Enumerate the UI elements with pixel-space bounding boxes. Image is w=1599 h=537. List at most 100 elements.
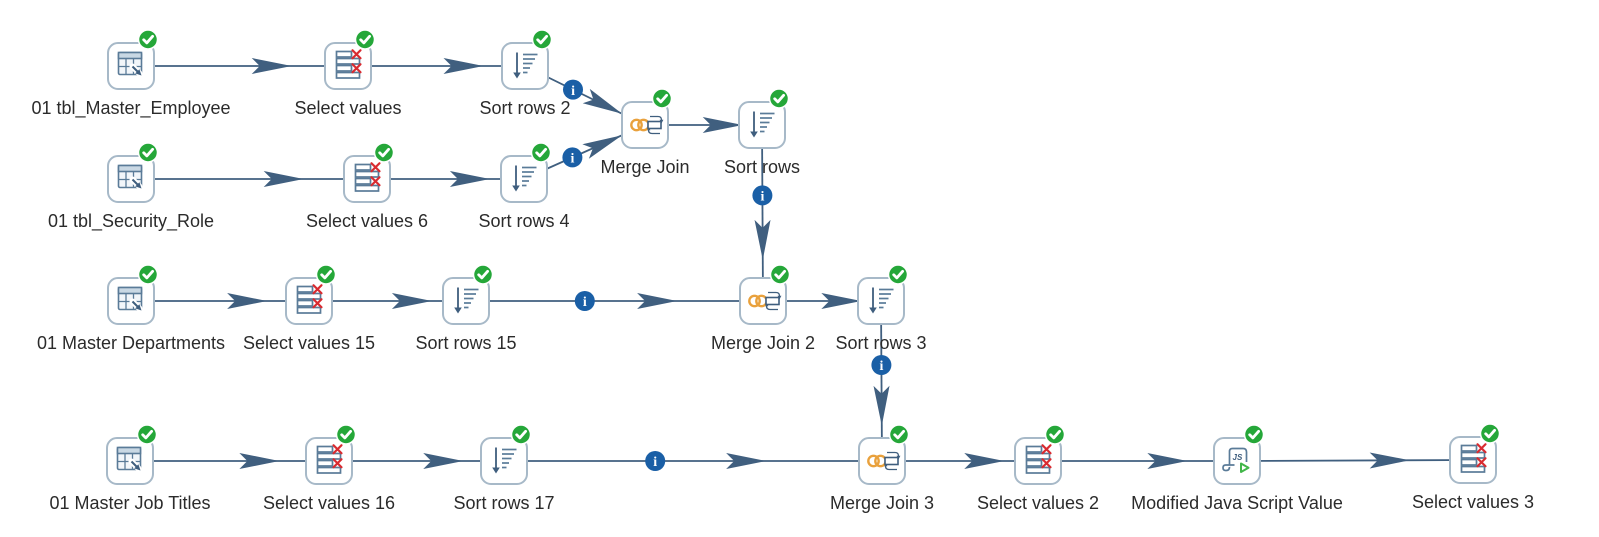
hop-info-icon[interactable]: i [752, 185, 773, 206]
hop-info-icon[interactable]: i [871, 355, 892, 375]
step-label: Modified Java Script Value [1131, 493, 1343, 513]
info-glyph: i [653, 455, 657, 470]
step-sort-rows-15[interactable]: Sort rows 15 [415, 264, 517, 353]
step-sort-rows-17[interactable]: Sort rows 17 [453, 424, 555, 513]
hop-sort-rows-17-to-merge-join-3[interactable]: i [504, 451, 882, 471]
step-label: Select values 6 [306, 211, 428, 231]
step-box[interactable] [738, 101, 786, 149]
step-label: 01 Master Departments [37, 333, 225, 353]
step-label: Sort rows 17 [453, 493, 554, 513]
success-badge-icon [1243, 424, 1265, 445]
table-input-icon [117, 164, 143, 190]
step-merge-join-2[interactable]: Merge Join 2 [711, 264, 815, 353]
success-badge-icon [769, 264, 791, 285]
success-badge-icon [354, 29, 376, 50]
step-select-values-15[interactable]: Select values 15 [243, 264, 375, 353]
hop-select-values-15-to-sort-rows-15[interactable] [309, 293, 466, 309]
step-box[interactable] [858, 437, 906, 485]
hop-select-values-2-to-modified-java-script-value[interactable] [1038, 453, 1237, 469]
info-glyph: i [570, 152, 574, 167]
hop-info-icon[interactable]: i [563, 79, 583, 100]
js-glyph: JS [1233, 453, 1243, 462]
success-badge-icon [531, 29, 553, 50]
hop-line[interactable] [880, 300, 883, 462]
hop-arrow-icon [702, 117, 743, 133]
sort-rows-icon [513, 52, 538, 79]
step-label: Merge Join 2 [711, 333, 815, 353]
select-values-icon [296, 284, 323, 314]
sort-rows-icon [869, 287, 894, 314]
step-master-departments[interactable]: 01 Master Departments [37, 264, 225, 353]
step-box[interactable] [739, 277, 787, 325]
step-sort-rows[interactable]: Sort rows [724, 88, 800, 177]
hop-select-values-to-sort-rows-2[interactable] [348, 58, 525, 74]
step-box[interactable] [500, 155, 548, 203]
hop-sort-rows-3-to-merge-join-3[interactable]: i [871, 300, 892, 462]
merge-join-icon [748, 291, 782, 311]
hop-arrow-icon [423, 453, 464, 469]
hop-sort-rows-to-merge-join-2[interactable]: i [752, 124, 773, 302]
success-badge-icon [1044, 424, 1066, 445]
select-values-icon [1025, 444, 1052, 474]
step-label: Select values 16 [263, 493, 395, 513]
step-select-values-16[interactable]: Select values 16 [263, 424, 395, 513]
hop-modified-java-script-value-to-select-values-3[interactable] [1236, 452, 1474, 469]
step-label: Sort rows 4 [478, 211, 569, 231]
step-box[interactable] [621, 101, 669, 149]
info-glyph: i [583, 295, 587, 310]
sort-rows-icon [492, 447, 517, 474]
hop-line[interactable] [1236, 459, 1474, 462]
step-sort-rows-3[interactable]: Sort rows 3 [835, 264, 927, 353]
success-badge-icon [888, 424, 910, 445]
step-box[interactable] [501, 42, 549, 90]
hop-merge-join-3-to-select-values-2[interactable] [882, 453, 1038, 469]
success-badge-icon [136, 424, 158, 445]
select-values-icon [354, 162, 381, 192]
step-select-values-3[interactable]: Select values 3 [1412, 423, 1534, 512]
js-script-icon: JS [1222, 447, 1250, 473]
step-box[interactable] [480, 437, 528, 485]
step-merge-join[interactable]: Merge Join [600, 88, 690, 177]
hop-select-values-16-to-sort-rows-17[interactable] [329, 453, 504, 469]
hop-layer: i i i i i i [130, 58, 1474, 471]
hop-arrow-icon [443, 58, 484, 74]
step-tbl-security-role[interactable]: 01 tbl_Security_Role [48, 142, 214, 232]
hop-tbl-master-employee-to-select-values[interactable] [131, 58, 348, 74]
step-label: 01 tbl_Security_Role [48, 211, 214, 232]
hop-master-departments-to-select-values-15[interactable] [131, 293, 309, 309]
step-label: Merge Join [600, 157, 689, 177]
step-box[interactable] [857, 277, 905, 325]
hop-arrow-icon [754, 219, 771, 260]
hop-tbl-security-role-to-select-values-6[interactable] [131, 171, 367, 187]
hop-arrow-icon [1147, 453, 1188, 469]
hop-master-job-titles-to-select-values-16[interactable] [130, 453, 329, 469]
success-badge-icon [651, 88, 673, 109]
step-master-job-titles[interactable]: 01 Master Job Titles [49, 424, 211, 513]
step-tbl-master-employee[interactable]: 01 tbl_Master_Employee [31, 29, 231, 119]
step-select-values[interactable]: Select values [294, 29, 402, 118]
sort-rows-icon [454, 287, 479, 314]
step-select-values-2[interactable]: Select values 2 [977, 424, 1099, 513]
hop-arrow-icon [726, 453, 767, 469]
step-label: 01 tbl_Master_Employee [31, 98, 230, 119]
step-modified-java-script-value[interactable]: JS Modified Java Script Value [1131, 424, 1343, 513]
step-label: Merge Join 3 [830, 493, 934, 513]
hop-line[interactable] [761, 124, 764, 302]
hop-arrow-icon [821, 293, 862, 309]
step-label: Select values [294, 98, 401, 118]
hop-info-icon[interactable]: i [562, 147, 583, 168]
hop-select-values-6-to-sort-rows-4[interactable] [367, 171, 524, 187]
hop-arrow-icon [1369, 452, 1410, 469]
hop-info-icon[interactable]: i [645, 451, 666, 471]
step-box[interactable] [442, 277, 490, 325]
step-sort-rows-2[interactable]: Sort rows 2 [479, 29, 571, 118]
step-merge-join-3[interactable]: Merge Join 3 [830, 424, 934, 513]
hop-sort-rows-15-to-merge-join-2[interactable]: i [466, 291, 763, 311]
success-badge-icon [768, 88, 790, 109]
step-sort-rows-4[interactable]: Sort rows 4 [478, 142, 570, 231]
hop-info-icon[interactable]: i [574, 291, 595, 311]
table-input-icon [116, 446, 142, 472]
step-select-values-6[interactable]: Select values 6 [306, 142, 428, 231]
